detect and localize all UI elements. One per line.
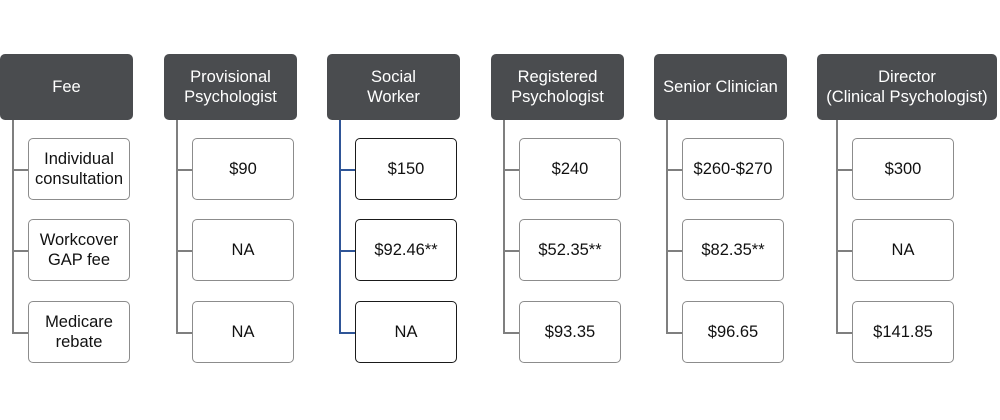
connector-line	[12, 120, 14, 332]
fee-value: $96.65	[682, 301, 784, 363]
connector-line	[339, 120, 341, 332]
connector-tick	[666, 169, 682, 171]
fee-value: NA	[355, 301, 457, 363]
connector-tick	[503, 250, 519, 252]
column-senior-clinician: Senior Clinician $260-$270 $82.35** $96.…	[654, 54, 794, 374]
column-social-worker: Social Worker $150 $92.46** NA	[327, 54, 467, 374]
fee-value: $300	[852, 138, 954, 200]
column-header: Senior Clinician	[654, 54, 787, 120]
column-director: Director (Clinical Psychologist) $300 NA…	[817, 54, 997, 374]
fee-value: $141.85	[852, 301, 954, 363]
fee-value: $93.35	[519, 301, 621, 363]
fee-row-label: Medicare rebate	[28, 301, 130, 363]
fee-value: $82.35**	[682, 219, 784, 281]
column-provisional-psychologist: Provisional Psychologist $90 NA NA	[164, 54, 304, 374]
connector-tick	[12, 332, 28, 334]
fee-value: NA	[192, 301, 294, 363]
connector-tick	[836, 250, 852, 252]
fee-value: $150	[355, 138, 457, 200]
fee-value: $260-$270	[682, 138, 784, 200]
fee-value: NA	[192, 219, 294, 281]
fee-value: $92.46**	[355, 219, 457, 281]
column-fee: Fee Individual consultation Workcover GA…	[0, 54, 140, 374]
column-header: Fee	[0, 54, 133, 120]
connector-tick	[176, 250, 192, 252]
connector-tick	[12, 250, 28, 252]
connector-tick	[176, 332, 192, 334]
connector-tick	[176, 169, 192, 171]
fee-row-label: Workcover GAP fee	[28, 219, 130, 281]
connector-tick	[339, 332, 355, 334]
connector-tick	[12, 169, 28, 171]
connector-line	[176, 120, 178, 332]
connector-tick	[339, 169, 355, 171]
fee-value: $52.35**	[519, 219, 621, 281]
column-header: Registered Psychologist	[491, 54, 624, 120]
connector-tick	[836, 332, 852, 334]
column-header: Director (Clinical Psychologist)	[817, 54, 997, 120]
column-header: Social Worker	[327, 54, 460, 120]
connector-tick	[666, 332, 682, 334]
connector-tick	[503, 169, 519, 171]
connector-tick	[503, 332, 519, 334]
column-header: Provisional Psychologist	[164, 54, 297, 120]
fee-value: NA	[852, 219, 954, 281]
connector-line	[836, 120, 838, 332]
fee-row-label: Individual consultation	[28, 138, 130, 200]
fee-value: $240	[519, 138, 621, 200]
connector-tick	[666, 250, 682, 252]
connector-tick	[339, 250, 355, 252]
connector-tick	[836, 169, 852, 171]
fee-value: $90	[192, 138, 294, 200]
connector-line	[503, 120, 505, 332]
connector-line	[666, 120, 668, 332]
column-registered-psychologist: Registered Psychologist $240 $52.35** $9…	[491, 54, 631, 374]
